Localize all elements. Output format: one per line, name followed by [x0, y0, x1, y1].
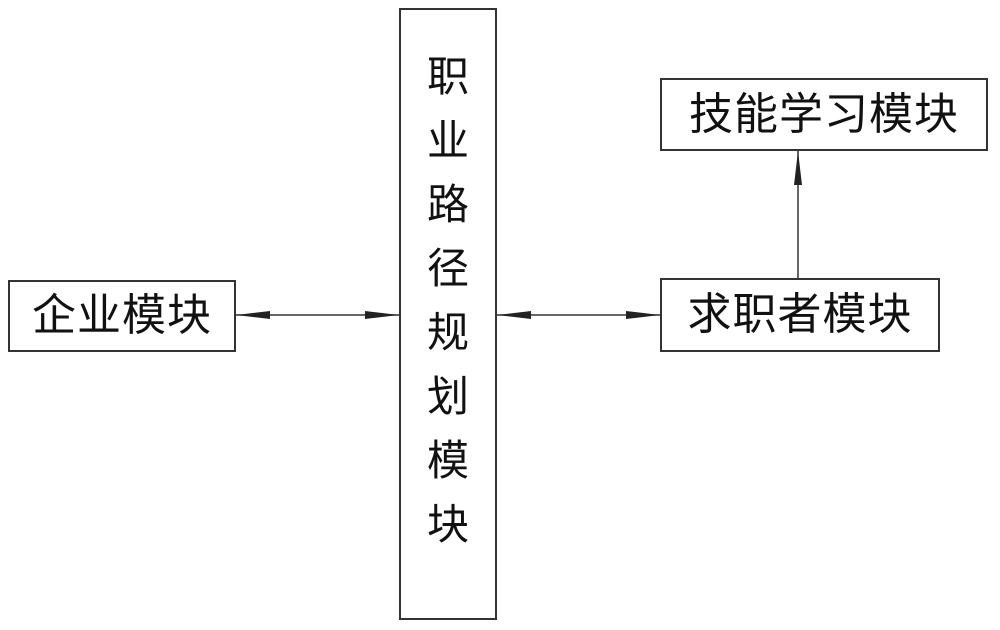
skill-learning-module-label: 技能学习模块 [689, 88, 959, 140]
career-planning-char: 径 [426, 244, 469, 293]
enterprise-module-box: 企业模块 [8, 280, 236, 352]
career-planning-module-box: 职 业 路 径 规 划 模 块 [399, 8, 497, 620]
career-planning-char: 规 [426, 308, 469, 357]
career-planning-char: 块 [426, 500, 469, 549]
career-planning-char: 路 [426, 180, 469, 229]
enterprise-module-label: 企业模块 [32, 290, 212, 341]
job-seeker-module-box: 求职者模块 [660, 278, 940, 352]
skill-learning-module-box: 技能学习模块 [660, 78, 988, 151]
career-planning-char: 业 [426, 116, 469, 165]
career-planning-char: 模 [426, 436, 469, 485]
career-planning-char: 职 [426, 52, 469, 101]
job-seeker-module-label: 求职者模块 [687, 289, 913, 340]
career-planning-char: 划 [426, 372, 469, 421]
